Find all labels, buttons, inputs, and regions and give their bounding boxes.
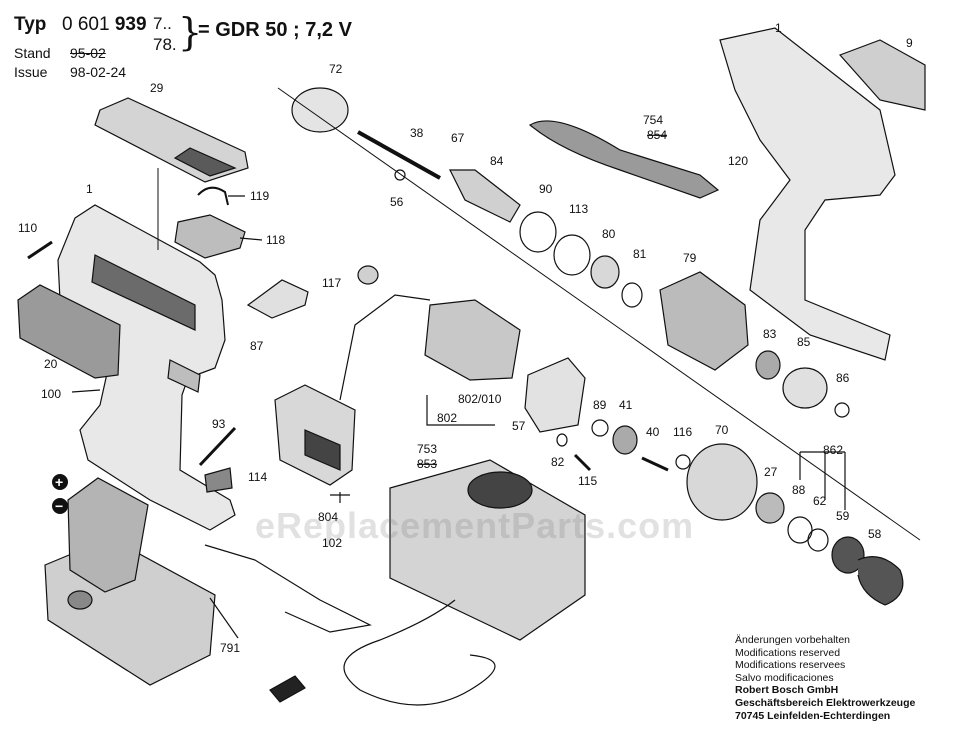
part-label: 57 (512, 419, 526, 433)
charger-drawing (389, 459, 586, 641)
part-label: 20 (44, 357, 58, 371)
part-label: 87 (250, 339, 264, 353)
watermark: eReplacementParts.com (255, 505, 695, 546)
type-number-prefix: 0 601 (62, 14, 110, 35)
part-label: 56 (390, 195, 404, 209)
part-label: 114 (248, 470, 267, 484)
part-label: 9 (906, 36, 913, 50)
type-suffix-2: 78. (153, 35, 177, 54)
part-label: 89 (593, 398, 607, 412)
issue-label: Issue (14, 64, 48, 80)
company-name: Robert Bosch GmbH (735, 684, 839, 697)
note-line: Modifications reserved (735, 646, 841, 659)
part-label: 38 (410, 126, 424, 140)
part-label: 116 (673, 425, 692, 439)
part-label: 93 (212, 417, 226, 431)
part-label: 41 (619, 398, 633, 412)
part-label: 72 (329, 62, 343, 76)
part-label: 85 (797, 335, 811, 349)
part-label: 113 (569, 202, 588, 216)
part-label: 62 (813, 494, 827, 508)
part-label: 83 (763, 327, 777, 341)
note-line: Salvo modificaciones (735, 671, 834, 684)
part-label: 81 (633, 247, 647, 261)
grip-cover-drawing (17, 284, 121, 379)
part-label: 79 (683, 251, 697, 265)
part-label: 1 (86, 182, 93, 196)
part-label: 802 (437, 411, 457, 425)
type-label: Typ (14, 14, 47, 35)
part-label: 59 (836, 509, 850, 523)
note-line: Änderungen vorbehalten (735, 634, 851, 646)
minus-marker: − (55, 498, 63, 514)
part-label: 119 (250, 189, 269, 203)
part-label: 27 (764, 465, 778, 479)
part-label: 80 (602, 227, 616, 241)
part-label: 110 (18, 221, 37, 235)
part-label: 102 (322, 536, 342, 550)
motor-drawing (424, 299, 521, 381)
stand-value: 95-02 (70, 45, 106, 61)
part-label: 40 (646, 425, 660, 439)
spindle-drawing (357, 130, 441, 180)
part-label: 84 (490, 154, 504, 168)
type-number-bold: 939 (114, 14, 147, 35)
type-number: 0 601 939 (62, 14, 147, 36)
stand-label: Stand (14, 45, 51, 61)
part-label: 120 (728, 154, 748, 168)
part-label: 70 (715, 423, 729, 437)
note-line: Modifications reservees (735, 659, 846, 672)
plus-marker: + (55, 474, 63, 490)
part-label: 118 (266, 233, 285, 247)
part-label: 802/010 (458, 392, 502, 406)
part-label: 67 (451, 131, 465, 145)
part-label: 862 (823, 443, 843, 457)
company-division: Geschäftsbereich Elektrowerkzeuge (735, 696, 916, 709)
part-label: 854 (647, 128, 667, 142)
gear-housing-drawing (659, 271, 749, 371)
type-suffix-1: 7.. (153, 14, 172, 33)
company-address: 70745 Leinfelden-Echterdingen (735, 709, 891, 722)
part-labels: 72 29 1 110 119 118 20 87 100 93 114 804… (18, 21, 913, 655)
part-label: 804 (318, 510, 338, 524)
issue-value: 98-02-24 (70, 64, 127, 80)
part-label: 90 (539, 182, 553, 196)
part-label: 82 (551, 455, 565, 469)
housing-right-drawing (719, 27, 896, 361)
part-label: 754 (643, 113, 663, 127)
part-label: 853 (417, 457, 437, 471)
part-label: 86 (836, 371, 850, 385)
part-label: 753 (417, 442, 437, 456)
brace: } (178, 10, 203, 54)
part-label: 791 (220, 641, 240, 655)
model-name: = GDR 50 ; 7,2 V (198, 19, 352, 41)
part-label: 115 (578, 474, 597, 488)
part-label: 58 (868, 527, 882, 541)
part-label: 88 (792, 483, 806, 497)
part-label: 29 (150, 81, 164, 95)
part-label: 117 (322, 276, 341, 290)
part-label: 1 (775, 21, 782, 35)
modification-notes: Änderungen vorbehalten Modifications res… (735, 634, 915, 722)
part-label: 100 (41, 387, 61, 401)
terminal-markers: + − (52, 474, 68, 514)
